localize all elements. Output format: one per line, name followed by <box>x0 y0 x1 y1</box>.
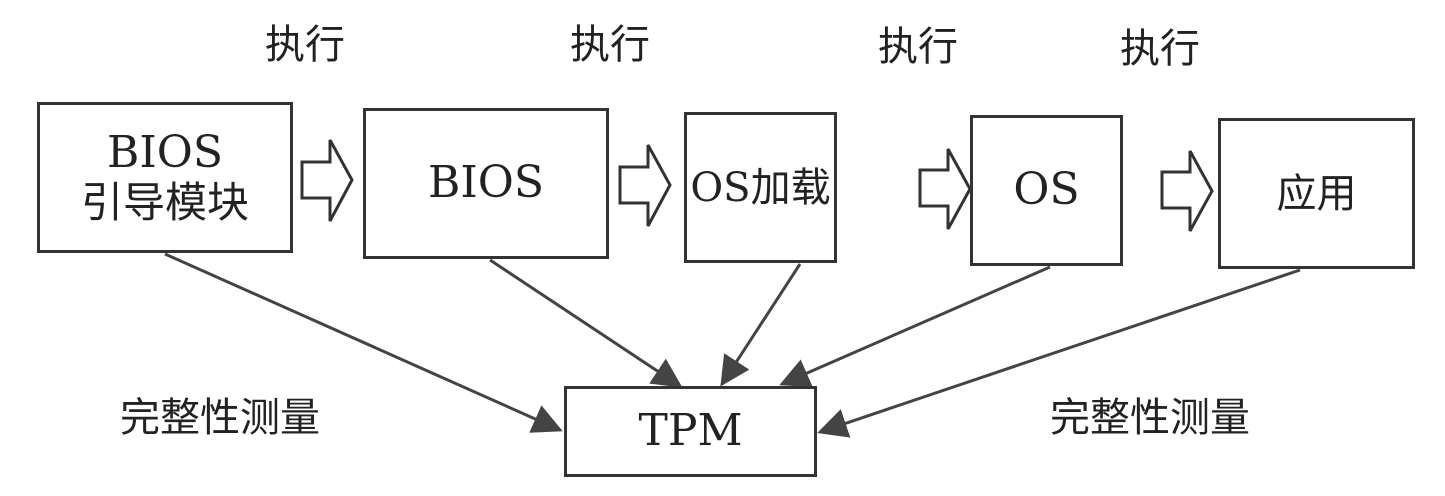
measure-arrow-os <box>779 265 1051 387</box>
execute-label: 执行 <box>1120 26 1200 72</box>
application-box: 应用 <box>1218 118 1415 269</box>
flow-arrow-4 <box>1160 150 1214 232</box>
integrity-measurement-label-right: 完整性测量 <box>1050 395 1250 441</box>
os-loader-box: OS加载 <box>684 112 837 263</box>
bios-box: BIOS <box>363 108 609 259</box>
measure-arrow-osloader <box>720 263 802 387</box>
box-label: 引导模块 <box>80 177 249 227</box>
bios-boot-module-box: BIOS 引导模块 <box>37 102 293 253</box>
execute-label: 执行 <box>265 22 345 68</box>
box-label: OS加载 <box>690 164 831 211</box>
flow-arrow-3 <box>918 148 972 230</box>
box-label: OS <box>1013 164 1080 216</box>
integrity-measurement-label-left: 完整性测量 <box>120 395 320 441</box>
measure-arrow-app <box>817 268 1301 438</box>
box-label: BIOS <box>428 157 544 209</box>
measure-arrow-boot <box>164 252 563 433</box>
execute-label: 执行 <box>570 22 650 68</box>
box-label: BIOS <box>107 127 223 179</box>
flow-arrow-1 <box>300 139 354 222</box>
box-label: TPM <box>638 405 743 457</box>
box-label: 应用 <box>1276 170 1357 217</box>
measure-arrow-bios <box>489 258 683 388</box>
os-box: OS <box>970 115 1123 266</box>
execute-label: 执行 <box>878 24 958 70</box>
tpm-box: TPM <box>564 386 817 477</box>
flow-arrow-2 <box>618 144 672 227</box>
